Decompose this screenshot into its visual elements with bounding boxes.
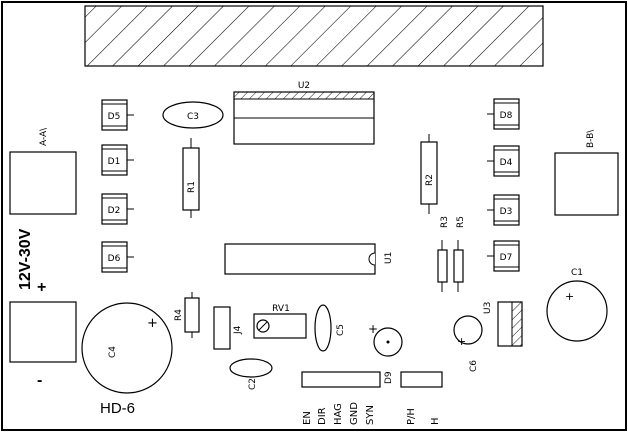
d4-label: D4 [500, 158, 513, 168]
d3-label: D3 [500, 207, 513, 217]
diode-d6: D6 [101, 241, 134, 273]
diode-d5: D5 [101, 99, 134, 131]
d7-label: D7 [500, 253, 513, 263]
phase-b-label: B-B\ [586, 129, 596, 148]
c4-label: C4 [108, 346, 118, 358]
diode-d1: D1 [101, 144, 134, 176]
power-connector: 12V-30V + - [9, 228, 77, 389]
u2-ic: U2 [233, 81, 375, 145]
capacitor-c1: + C1 [546, 268, 608, 342]
r4-label: R4 [174, 309, 184, 321]
c3-label: C3 [187, 112, 199, 122]
led-d9: + D9 [368, 322, 403, 384]
model-label: HD-6 [100, 400, 135, 417]
d9-plus: + [368, 322, 378, 336]
d9-label: D9 [384, 371, 394, 384]
u1-label: U1 [384, 252, 394, 264]
d2-label: D2 [108, 206, 121, 216]
u3-label: U3 [483, 302, 493, 314]
mode-header [400, 371, 443, 388]
diode-d7: D7 [487, 240, 520, 272]
trimmer-rv1: RV1 [253, 304, 307, 339]
c5-label: C5 [336, 324, 346, 336]
u3-regulator: U3 [483, 301, 523, 347]
power-voltage-label: 12V-30V [17, 228, 34, 290]
r5-label: R5 [456, 216, 466, 228]
d8-label: D8 [500, 111, 513, 121]
r3-label: R3 [440, 216, 450, 228]
resistor-r1: R1 [182, 138, 200, 218]
u1-ic: U1 [224, 243, 394, 275]
resistor-r3: R3 [437, 216, 450, 292]
phase-a-label: A-A\ [39, 127, 49, 146]
c6-plus: + [457, 335, 466, 348]
power-minus-label: - [37, 372, 42, 389]
d1-label: D1 [108, 157, 121, 167]
control-header [301, 371, 381, 388]
pin-ph: P/H [406, 408, 417, 425]
pin-hag: HAG [333, 403, 344, 425]
c1-plus: + [565, 290, 574, 303]
pin-en: EN [302, 411, 313, 425]
resistor-r4: R4 [174, 292, 200, 338]
r2-label: R2 [425, 174, 435, 186]
capacitor-c5: C5 [314, 304, 346, 352]
c1-label: C1 [571, 268, 583, 278]
diode-d3: D3 [487, 194, 520, 226]
c6-label: C6 [469, 360, 479, 372]
heatsink [84, 5, 544, 67]
pin-dir: DIR [317, 407, 328, 425]
resistor-r5: R5 [453, 216, 466, 292]
capacitor-c3: C3 [162, 101, 224, 129]
power-plus-label: + [37, 279, 46, 296]
j4-label: J4 [233, 325, 243, 335]
diode-d8: D8 [487, 98, 520, 130]
pin-syn: SYN [365, 405, 376, 425]
diode-d4: D4 [487, 145, 520, 177]
c2-label: C2 [248, 378, 258, 390]
jumper-j4: J4 [213, 306, 243, 350]
phase-a-connector: A-A\ [9, 127, 77, 215]
r1-label: R1 [187, 181, 197, 193]
capacitor-c4: + C4 [81, 302, 173, 394]
u2-label: U2 [298, 81, 310, 91]
c4-plus: + [147, 316, 158, 331]
capacitor-c2: C2 [229, 358, 273, 390]
resistor-r2: R2 [420, 134, 438, 214]
diode-d2: D2 [101, 193, 134, 225]
rv1-label: RV1 [272, 304, 290, 314]
pin-gnd: GND [349, 402, 360, 425]
d5-label: D5 [108, 112, 121, 122]
pin-h: H [430, 417, 441, 425]
d6-label: D6 [108, 254, 121, 264]
capacitor-c6: + C6 [453, 315, 483, 372]
phase-b-connector: B-B\ [554, 129, 619, 216]
